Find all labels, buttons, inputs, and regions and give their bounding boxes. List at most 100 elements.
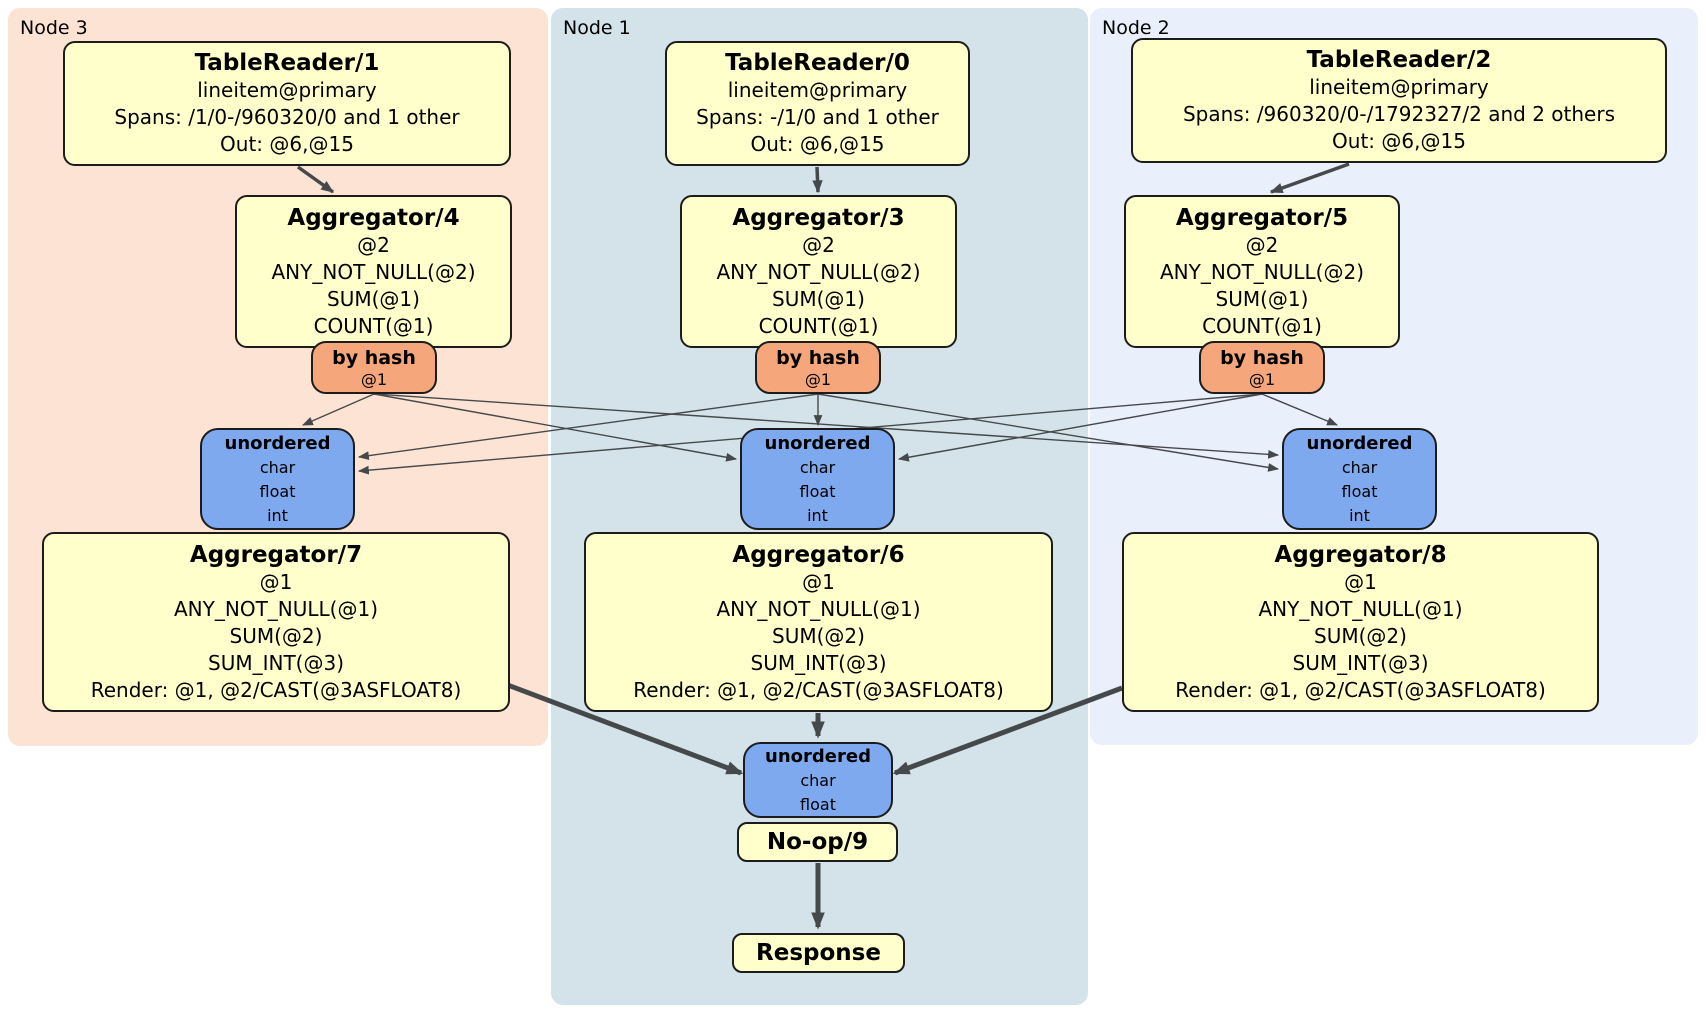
aggregator-8-title: Aggregator/8 [1274,541,1447,568]
sync-title: unordered [764,432,871,454]
tablereader-0-title: TableReader/0 [725,50,910,76]
edge-tr1-agg4 [296,165,335,194]
hash-router-node1: by hash @1 [755,341,881,394]
noop-title: No-op/9 [766,829,869,855]
proc-line: SUM_INT(@3) [1292,650,1429,675]
proc-line: @2 [357,232,390,257]
edge-r2-u1 [897,393,1263,462]
sync-title: unordered [765,745,871,767]
aggregator-4-title: Aggregator/4 [287,204,460,231]
aggregator-6-title: Aggregator/6 [732,541,905,568]
proc-line: lineitem@primary [197,78,377,102]
sync-title: unordered [1306,432,1413,454]
sync-line: char [799,457,836,477]
proc-line: COUNT(@1) [1202,313,1322,338]
proc-line: Render: @1, @2/CAST(@3ASFLOAT8) [90,677,462,702]
sync-title: unordered [224,432,331,454]
tablereader-2-box: TableReader/2 lineitem@primary Spans: /9… [1131,38,1667,163]
edge-r3-u3 [301,393,375,426]
proc-line: Render: @1, @2/CAST(@3ASFLOAT8) [1175,677,1546,702]
proc-line: ANY_NOT_NULL(@1) [1258,596,1463,621]
proc-line: Out: @6,@15 [1332,129,1466,153]
hash-router-node2: by hash @1 [1199,341,1325,394]
proc-line: lineitem@primary [1309,75,1489,99]
sync-line: int [1349,505,1370,525]
proc-line: SUM(@1) [1215,286,1309,311]
aggregator-4-box: Aggregator/4 @2 ANY_NOT_NULL(@2) SUM(@1)… [235,195,512,348]
aggregator-8-box: Aggregator/8 @1 ANY_NOT_NULL(@1) SUM(@2)… [1122,532,1599,712]
edge-agg7-final [504,681,744,776]
unordered-sync-node1: unordered char float int [740,428,895,530]
sync-line: float [259,481,296,501]
proc-line: ANY_NOT_NULL(@1) [716,596,921,621]
sync-line: char [1341,457,1378,477]
node1-label: Node 1 [563,17,631,39]
node2-label: Node 2 [1102,17,1170,39]
sync-line: float [1341,481,1378,501]
proc-line: SUM(@1) [772,286,865,311]
unordered-sync-node2: unordered char float int [1282,428,1437,530]
sync-line: int [807,505,828,525]
sync-line: float [799,481,836,501]
edge-agg8-final [892,685,1123,776]
aggregator-3-title: Aggregator/3 [732,204,905,231]
proc-line: Spans: /1/0-/960320/0 and 1 other [114,105,460,129]
edge-r2-u2 [1261,393,1339,426]
sync-line: float [800,794,836,814]
unordered-sync-final: unordered char float [743,742,893,818]
aggregator-3-box: Aggregator/3 @2 ANY_NOT_NULL(@2) SUM(@1)… [680,195,957,348]
response-box: Response [732,933,905,973]
proc-line: ANY_NOT_NULL(@1) [174,596,378,621]
edge-tr0-agg3 [812,166,823,194]
edge-r1-u2 [817,393,1280,472]
hash-router-node3: by hash @1 [311,341,437,394]
edge-r3-u1 [373,393,738,462]
proc-line: COUNT(@1) [758,313,879,338]
proc-line: @1 [802,569,835,594]
response-title: Response [756,940,881,966]
tablereader-0-box: TableReader/0 lineitem@primary Spans: -/… [665,41,970,166]
tablereader-1-title: TableReader/1 [194,50,380,76]
aggregator-7-box: Aggregator/7 @1 ANY_NOT_NULL(@1) SUM(@2)… [42,532,510,712]
tablereader-2-title: TableReader/2 [1306,47,1492,73]
router-title: by hash [776,346,860,369]
aggregator-5-title: Aggregator/5 [1175,204,1349,231]
proc-line: Render: @1, @2/CAST(@3ASFLOAT8) [633,677,1004,702]
proc-line: ANY_NOT_NULL(@2) [1160,259,1364,284]
proc-line: ANY_NOT_NULL(@2) [716,259,921,284]
proc-line: SUM_INT(@3) [750,650,887,675]
router-subtitle: @1 [1248,369,1276,389]
proc-line: @2 [1245,232,1279,257]
edge-tr2-agg5 [1269,162,1350,194]
proc-line: @2 [802,232,835,257]
proc-line: lineitem@primary [727,78,908,102]
proc-line: ANY_NOT_NULL(@2) [271,259,476,284]
proc-line: COUNT(@1) [313,313,434,338]
edge-r1-u3 [357,393,819,461]
sync-line: char [800,770,836,790]
proc-line: @1 [1344,569,1377,594]
node3-label: Node 3 [20,17,88,39]
sync-line: char [259,457,296,477]
proc-line: SUM(@2) [229,623,323,648]
proc-line: SUM_INT(@3) [208,650,344,675]
proc-line: Spans: /960320/0-/1792327/2 and 2 others [1182,102,1615,126]
proc-line: SUM(@2) [1314,623,1407,648]
router-title: by hash [1220,346,1304,369]
router-subtitle: @1 [360,369,388,389]
aggregator-5-box: Aggregator/5 @2 ANY_NOT_NULL(@2) SUM(@1)… [1124,195,1400,348]
router-title: by hash [332,346,416,369]
proc-line: Spans: -/1/0 and 1 other [696,105,939,129]
proc-line: SUM(@1) [327,286,420,311]
router-subtitle: @1 [804,369,832,389]
aggregator-6-box: Aggregator/6 @1 ANY_NOT_NULL(@1) SUM(@2)… [584,532,1053,712]
sync-line: int [267,505,288,525]
aggregator-7-title: Aggregator/7 [189,541,363,568]
noop-box: No-op/9 [737,822,898,862]
proc-line: SUM(@2) [772,623,865,648]
proc-line: Out: @6,@15 [750,132,885,156]
unordered-sync-node3: unordered char float int [200,428,355,530]
proc-line: Out: @6,@15 [220,132,354,156]
